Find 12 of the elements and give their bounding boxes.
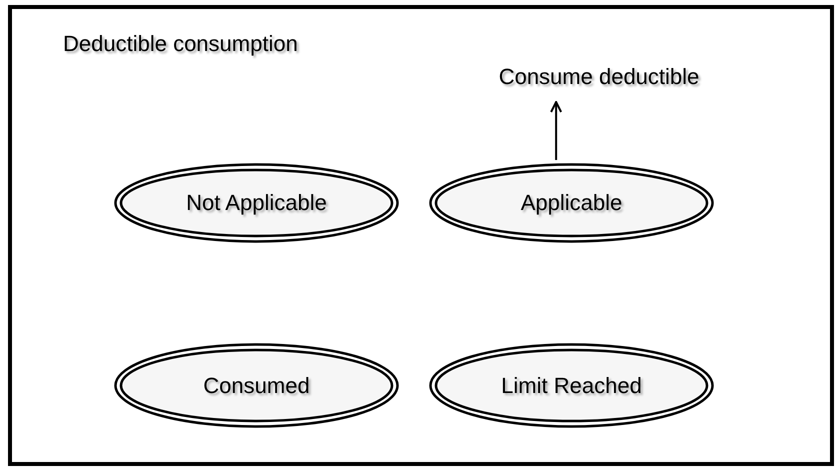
state-ellipse <box>114 343 399 428</box>
state-label: Limit Reached <box>501 372 642 398</box>
arrow <box>550 101 562 160</box>
state-label: Applicable <box>520 190 622 216</box>
state-ellipse <box>114 163 399 243</box>
state-label: Not Applicable <box>186 190 327 216</box>
state-ellipse <box>429 163 714 243</box>
state-label: Consumed <box>203 372 310 398</box>
action-label: Consume deductible <box>498 64 700 90</box>
frame-box <box>8 5 834 466</box>
state-ellipse <box>429 343 714 428</box>
frame-heading: Deductible consumption <box>63 31 298 57</box>
